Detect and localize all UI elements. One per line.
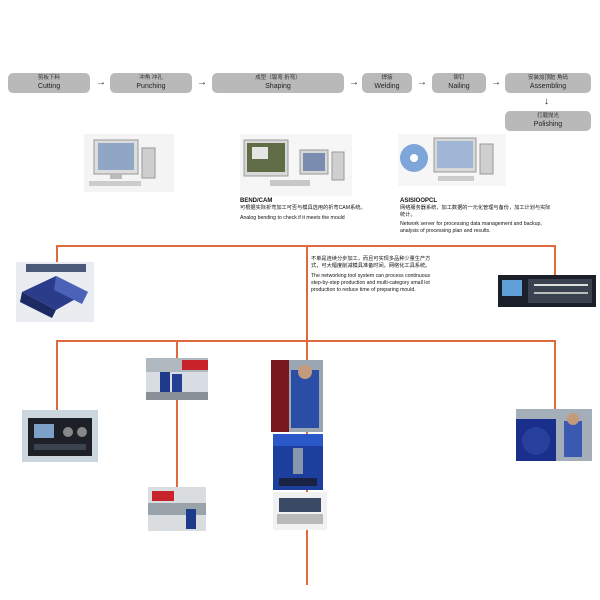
photo-cad-part: [16, 262, 94, 322]
photo-worker: [271, 360, 323, 432]
step-assembling-en: Assembling: [530, 83, 566, 90]
caption-asis-title: ASISIOOPCL: [400, 198, 552, 205]
computer-image-center: [240, 134, 352, 196]
step-assembling-zh: 安装加顶脏 角码: [528, 76, 568, 82]
photo-machine-display: [498, 275, 596, 307]
arrow-3: →: [349, 78, 359, 88]
arrow-1: →: [96, 78, 106, 88]
caption-asis-zh: 网络服务器系统，加工数据的一元化管理与备份，加工计划与实际统计。: [400, 205, 552, 219]
step-nailing: 铆钉 Nailing: [432, 73, 486, 93]
photo-control-unit: [22, 410, 98, 462]
caption-network-zh: 不单是连续分步加工，而且可实现多品种少量生产方式，可大幅度削减模具准备时间，网络…: [311, 256, 439, 270]
step-cutting-zh: 剪板下料: [38, 76, 60, 82]
step-shaping-zh: 成型（钣弯 折弯）: [255, 76, 301, 82]
arrow-5: →: [491, 78, 501, 88]
caption-bend-zh: 可根据实际折弯加工可否与模具选用的折弯CAM系统。: [240, 205, 370, 212]
step-punching-en: Punching: [136, 83, 165, 90]
caption-asis: ASISIOOPCL 网络服务器系统，加工数据的一元化管理与备份，加工计划与实际…: [400, 198, 552, 235]
caption-asis-en: Network server for processing data manag…: [400, 221, 552, 235]
drop-bottom-right-line: [554, 340, 556, 410]
drop-bottom-left-line: [56, 340, 58, 410]
step-polishing-en: Polishing: [534, 121, 562, 128]
step-welding-zh: 焊接: [381, 76, 392, 82]
caption-bend: BEND/CAM 可根据实际折弯加工可否与模具选用的折弯CAM系统。 Analo…: [240, 198, 370, 222]
bottom-bus-line: [56, 340, 555, 342]
step-polishing: 打磨抛光 Polishing: [505, 111, 591, 131]
drop-right-line: [554, 245, 556, 275]
step-punching-zh: 冲角 冲孔: [139, 76, 163, 82]
step-punching: 冲角 冲孔 Punching: [110, 73, 192, 93]
photo-worker-machine: [516, 409, 592, 461]
step-shaping-en: Shaping: [265, 83, 291, 90]
step-cutting-en: Cutting: [38, 83, 60, 90]
caption-bend-en: Analog bending to check if it meets the …: [240, 215, 370, 222]
caption-network: 不单是连续分步加工，而且可实现多品种少量生产方式，可大幅度削减模具准备时间，网络…: [311, 256, 439, 294]
step-welding-en: Welding: [374, 83, 399, 90]
computer-image-right: [398, 134, 506, 186]
caption-bend-title: BEND/CAM: [240, 198, 370, 205]
caption-network-en: The networking tool system can process c…: [311, 273, 439, 294]
photo-press-brake: [148, 487, 206, 531]
step-welding: 焊接 Welding: [362, 73, 412, 93]
photo-punching-table: [273, 492, 327, 530]
computer-image-left: [84, 134, 174, 192]
arrow-down: ↓: [544, 97, 549, 107]
photo-press-workers: [146, 358, 208, 400]
step-polishing-zh: 打磨抛光: [537, 114, 559, 120]
step-assembling: 安装加顶脏 角码 Assembling: [505, 73, 591, 93]
arrow-2: →: [197, 78, 207, 88]
step-cutting: 剪板下料 Cutting: [8, 73, 90, 93]
step-shaping: 成型（钣弯 折弯） Shaping: [212, 73, 344, 93]
photo-cutting-head: [273, 434, 323, 490]
arrow-4: →: [417, 78, 427, 88]
step-nailing-en: Nailing: [448, 83, 469, 90]
step-nailing-zh: 铆钉: [453, 76, 464, 82]
